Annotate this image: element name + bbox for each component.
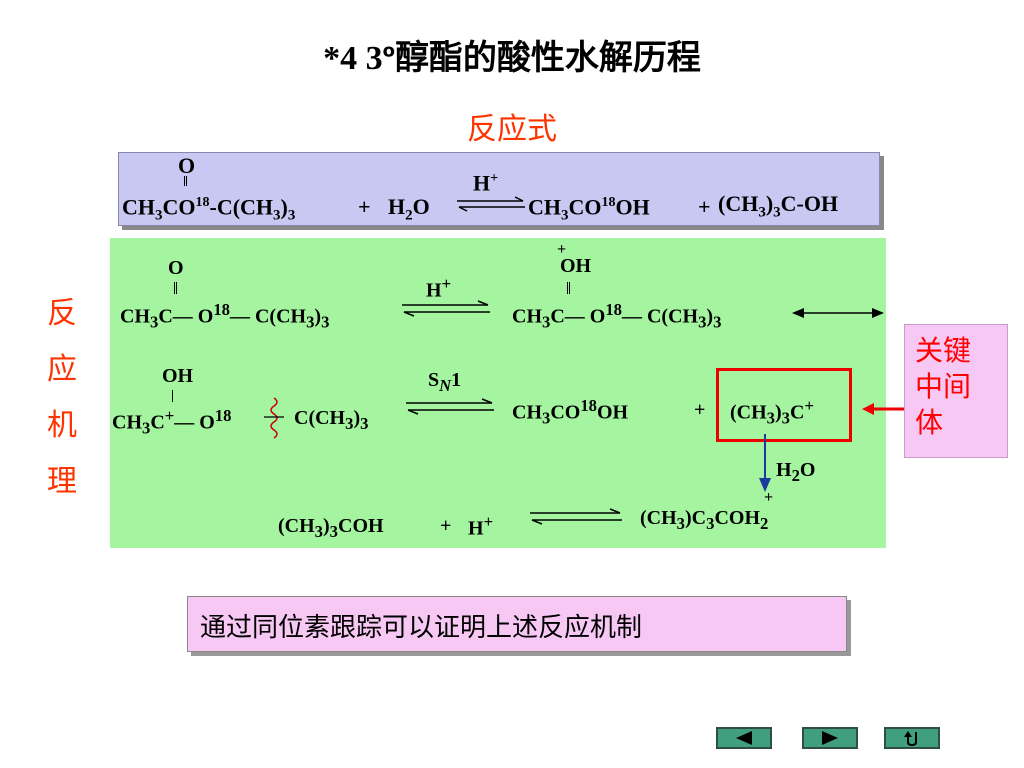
step2-product1: CH3CO18OH: [512, 396, 629, 428]
side-label: 反 应 机 理: [47, 296, 77, 499]
equation-box: [118, 152, 880, 226]
equilibrium-arrow: [530, 508, 622, 525]
step2-reactant: CH3C+— O18: [112, 406, 232, 438]
return-button[interactable]: [884, 727, 940, 749]
page-title: *4 3o醇酯的酸性水解历程: [0, 30, 1024, 79]
prev-icon: [736, 731, 752, 745]
step3-reagent: H2O: [776, 459, 816, 485]
double-bond: [174, 282, 177, 294]
step2-reactant-tail: C(CH3)3: [294, 407, 369, 433]
final-h: H+: [468, 512, 494, 540]
note-box: 通过同位素跟踪可以证明上述反应机制: [187, 596, 847, 652]
eq-plus2: +: [698, 194, 711, 219]
next-button[interactable]: [802, 727, 858, 749]
title-prefix: *4 3: [323, 40, 383, 77]
eq-plus1: +: [358, 194, 371, 219]
equilibrium-arrow: [406, 398, 494, 415]
step2-oh: OH: [162, 365, 194, 387]
double-bond: [567, 282, 570, 294]
equilibrium-arrow: [402, 300, 490, 317]
eq-reactant: CH3CO18-C(CH3)3: [122, 194, 296, 224]
eq-catalyst: H+: [473, 170, 499, 196]
step3-plus-sign: +: [764, 489, 774, 506]
key-intermediate-box: 关键 中间 体: [904, 324, 1008, 458]
return-icon: [904, 731, 917, 747]
step1-oh: OH: [560, 255, 592, 277]
title-sup: o: [382, 40, 395, 62]
eq-product1: CH3CO18OH: [528, 194, 650, 224]
eq-product2: (CH3)3C-OH: [718, 191, 839, 221]
key-arrow: [862, 403, 904, 415]
mechanism-box: [110, 238, 886, 548]
key-line-3: 体: [915, 406, 944, 439]
step1-product: CH3C— O18— C(CH3)3: [512, 300, 722, 332]
double-bond: [184, 176, 187, 186]
highlight-box: [716, 368, 852, 442]
title-text: 醇酯的酸性水解历程: [394, 38, 701, 78]
final-product: (CH3)3COH: [278, 515, 384, 541]
step3-intermediate: (CH3)C3COH2: [640, 507, 769, 533]
final-plus: +: [440, 515, 452, 537]
bond-cleavage-mark: [264, 397, 284, 439]
step1-catalyst: H+: [426, 274, 452, 302]
note-text: 通过同位素跟踪可以证明上述反应机制: [200, 613, 643, 643]
step1-reactant: CH3C— O18— C(CH3)3: [120, 300, 330, 332]
step1-o: O: [168, 257, 184, 279]
equilibrium-arrow: [457, 196, 525, 212]
subtitle: 反应式: [467, 112, 557, 147]
key-line-1: 关键: [915, 334, 972, 367]
step2-product2: (CH3)3C+: [730, 396, 814, 428]
key-line-2: 中间: [915, 370, 972, 403]
resonance-arrow: [792, 308, 884, 318]
next-icon: [822, 731, 838, 745]
step1-plus: +: [557, 241, 567, 258]
step2-plus: +: [694, 399, 706, 421]
eq-water: H2O: [388, 194, 430, 224]
down-arrow: [759, 434, 771, 492]
prev-button[interactable]: [716, 727, 772, 749]
carbonyl-o: O: [178, 153, 196, 178]
single-bond: [172, 390, 173, 402]
step2-label: SN1: [428, 369, 462, 395]
